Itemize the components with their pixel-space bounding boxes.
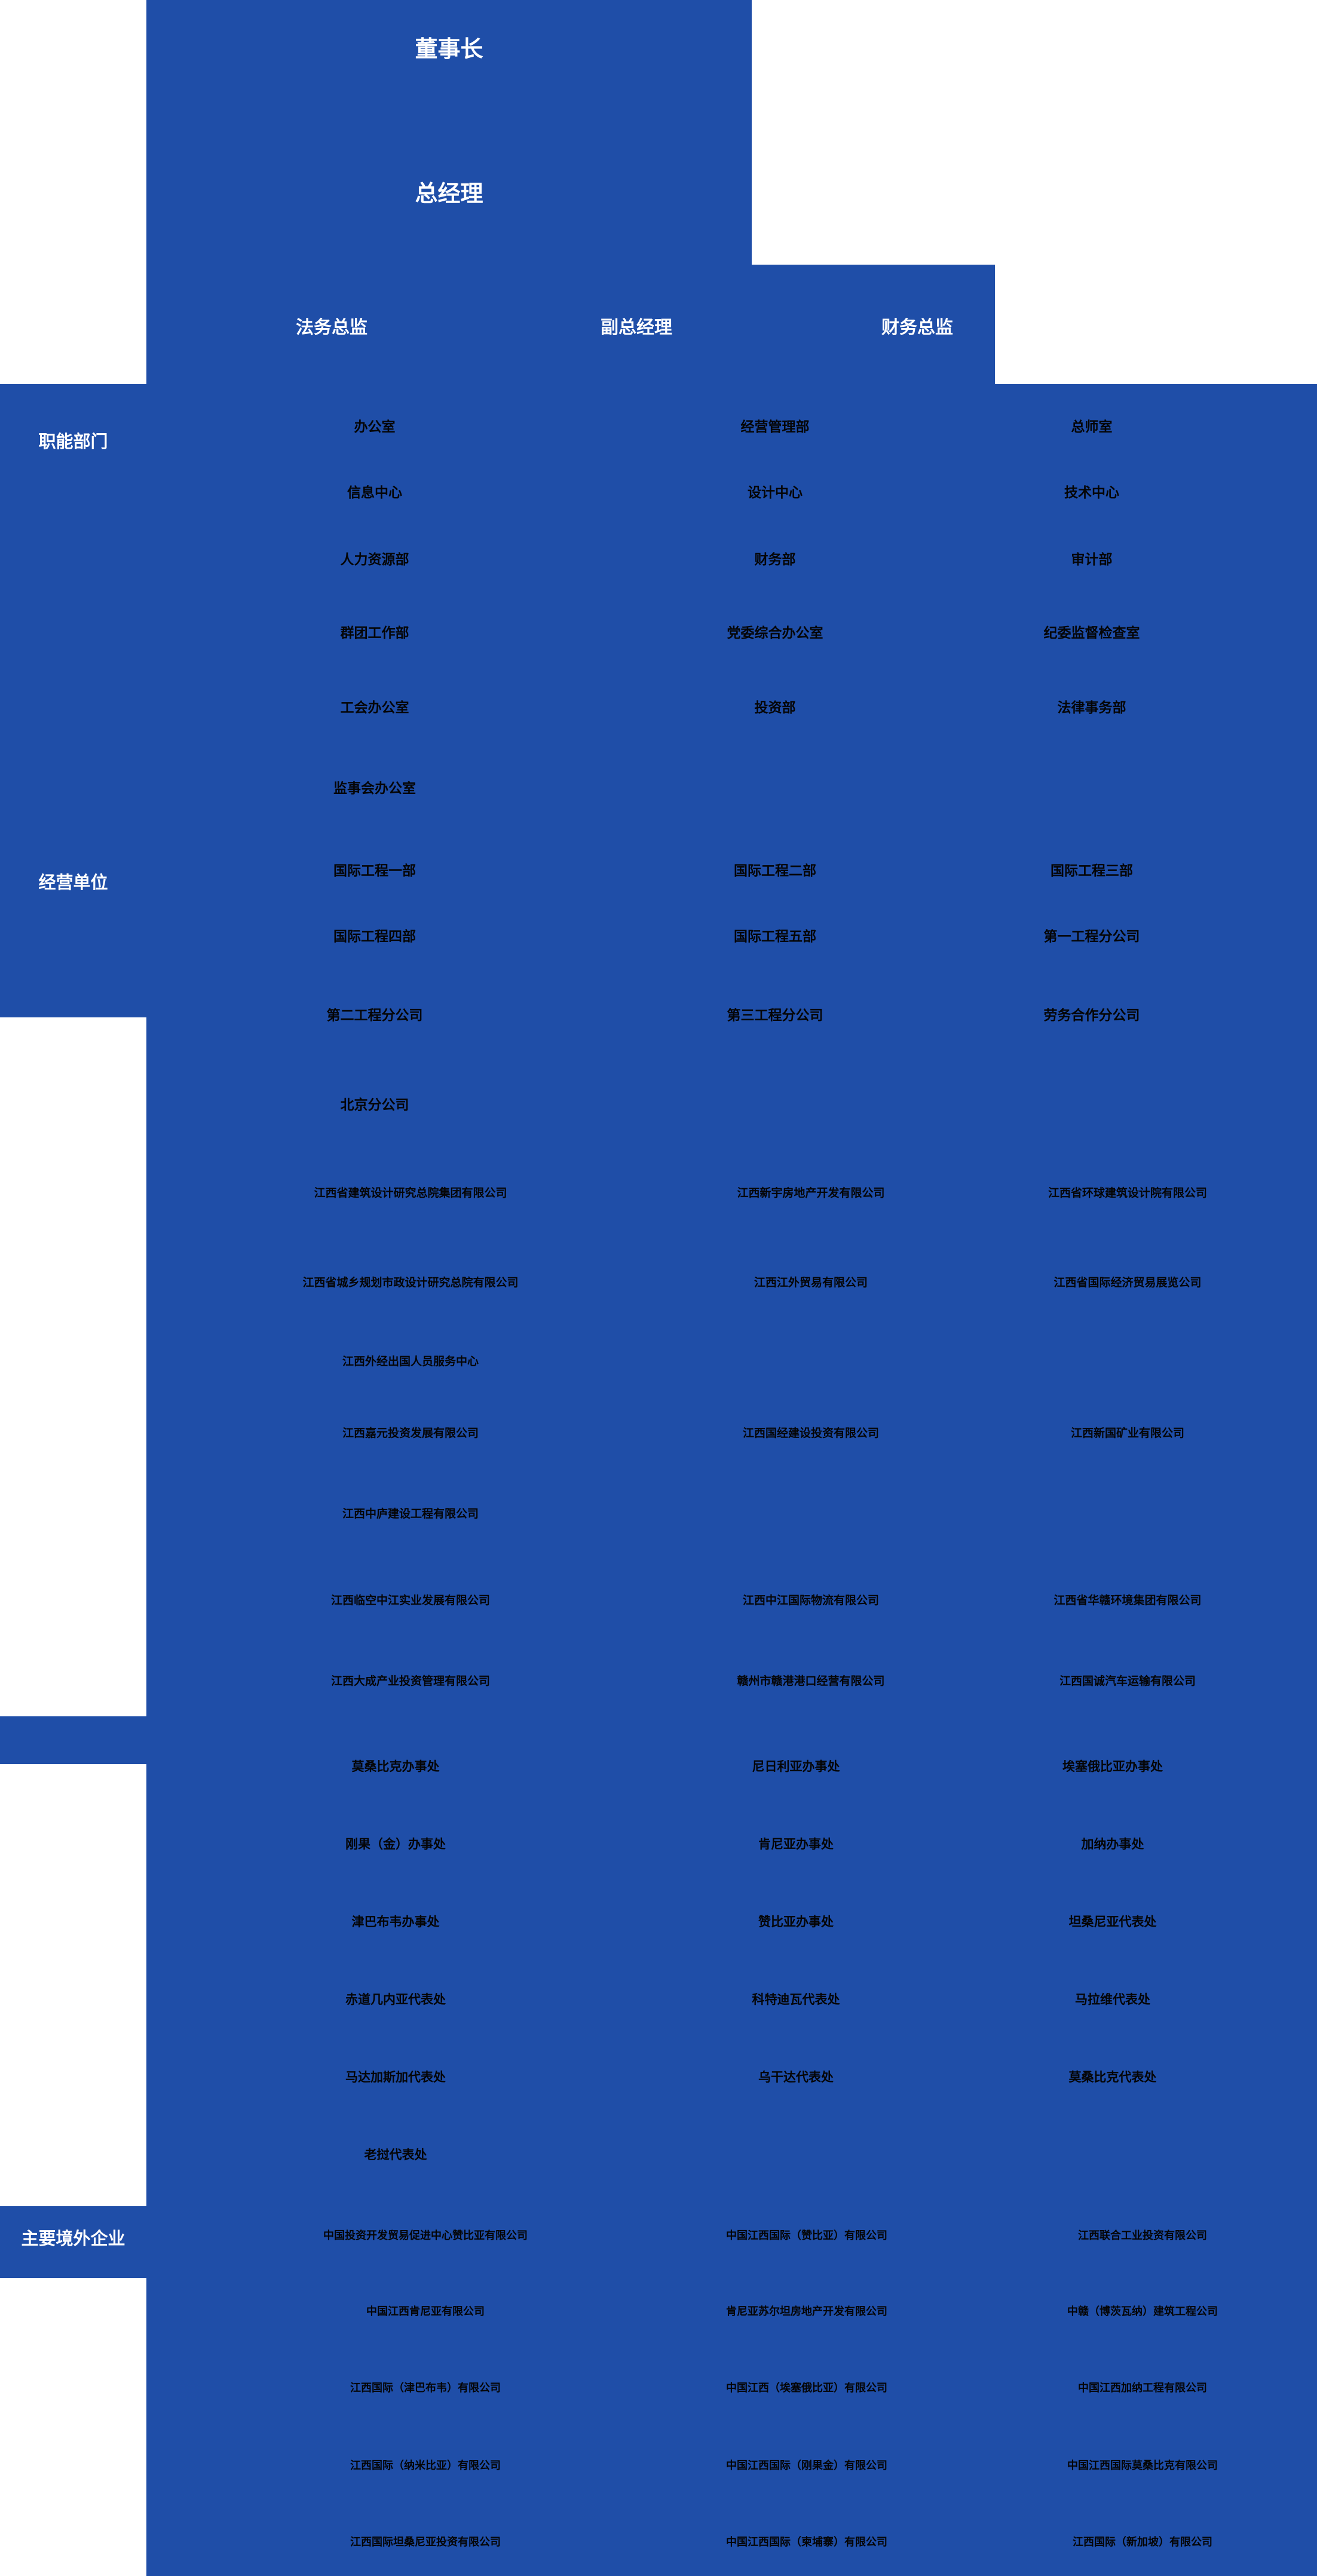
node-s5-r1-c3[interactable]: 江西省华赣环境集团有限公司 bbox=[993, 1580, 1262, 1622]
node-s3-r1-c2[interactable]: 江西新宇房地产开发有限公司 bbox=[676, 1173, 945, 1215]
node-s1-r1-c2[interactable]: 经营管理部 bbox=[740, 419, 810, 435]
node-s3-r1-c3[interactable]: 江西省环球建筑设计院有限公司 bbox=[993, 1173, 1262, 1215]
node-s1-r4-c2[interactable]: 党委综合办公室 bbox=[727, 625, 823, 641]
node-s2-r4-c1[interactable]: 北京分公司 bbox=[340, 1097, 409, 1113]
node-s1-r5-c3[interactable]: 法律事务部 bbox=[1057, 700, 1126, 716]
node-s1-r2-c2[interactable]: 设计中心 bbox=[748, 484, 803, 501]
node-s7-r4-c2[interactable]: 中国江西国际（刚果金）有限公司 bbox=[657, 2445, 956, 2487]
executive-band-left bbox=[146, 265, 752, 384]
node-s7-r2-c2[interactable]: 肯尼亚苏尔坦房地产开发有限公司 bbox=[657, 2291, 956, 2333]
node-s7-r5-c3[interactable]: 江西国际（新加坡）有限公司 bbox=[993, 2522, 1292, 2563]
node-s7-r3-c1[interactable]: 江西国际（津巴布韦）有限公司 bbox=[276, 2368, 575, 2409]
section-label-1: 职能部门 bbox=[38, 432, 108, 452]
exec-finance-director: 财务总监 bbox=[881, 318, 953, 338]
node-s2-r2-c1[interactable]: 国际工程四部 bbox=[333, 928, 416, 944]
node-s7-r5-c2[interactable]: 中国江西国际（柬埔寨）有限公司 bbox=[657, 2522, 956, 2563]
node-s1-r4-c3[interactable]: 纪委监督检查室 bbox=[1043, 625, 1140, 641]
node-s2-r3-c3[interactable]: 劳务合作分公司 bbox=[1043, 1007, 1140, 1023]
node-s4-r2-c1[interactable]: 江西中庐建设工程有限公司 bbox=[276, 1494, 545, 1535]
node-s7-r5-c1[interactable]: 江西国际坦桑尼亚投资有限公司 bbox=[276, 2522, 575, 2563]
node-s3-r3-c1[interactable]: 江西外经出国人员服务中心 bbox=[276, 1341, 545, 1383]
chairman-label: 董事长 bbox=[415, 36, 483, 62]
node-s6-r6-c1[interactable]: 老挝代表处 bbox=[276, 2129, 515, 2182]
chairman-band bbox=[146, 0, 752, 265]
node-s7-r2-c1[interactable]: 中国江西肯尼亚有限公司 bbox=[276, 2291, 575, 2333]
node-s4-r1-c3[interactable]: 江西新国矿业有限公司 bbox=[993, 1413, 1262, 1455]
node-s2-r3-c2[interactable]: 第三工程分公司 bbox=[727, 1007, 823, 1023]
node-s1-r3-c3[interactable]: 审计部 bbox=[1071, 551, 1113, 568]
node-s2-r1-c1[interactable]: 国际工程一部 bbox=[333, 863, 416, 879]
node-s2-r1-c2[interactable]: 国际工程二部 bbox=[734, 863, 816, 879]
node-s1-r1-c3[interactable]: 总师室 bbox=[1071, 419, 1113, 435]
node-s1-r4-c1[interactable]: 群团工作部 bbox=[340, 625, 409, 641]
node-s6-r5-c3[interactable]: 莫桑比克代表处 bbox=[993, 2051, 1232, 2104]
node-s7-r4-c3[interactable]: 中国江西国际莫桑比克有限公司 bbox=[993, 2445, 1292, 2487]
node-s2-r2-c2[interactable]: 国际工程五部 bbox=[734, 928, 816, 944]
node-s5-r1-c1[interactable]: 江西临空中江实业发展有限公司 bbox=[276, 1580, 545, 1622]
node-s6-r3-c2[interactable]: 赞比亚办事处 bbox=[676, 1896, 915, 1949]
section-label-7: 主要境外企业 bbox=[21, 2229, 125, 2249]
node-s6-r2-c3[interactable]: 加纳办事处 bbox=[993, 1818, 1232, 1871]
node-s3-r2-c3[interactable]: 江西省国际经济贸易展览公司 bbox=[993, 1262, 1262, 1304]
node-s1-r5-c1[interactable]: 工会办公室 bbox=[340, 700, 409, 716]
node-s7-r3-c3[interactable]: 中国江西加纳工程有限公司 bbox=[993, 2368, 1292, 2409]
node-s5-r1-c2[interactable]: 江西中江国际物流有限公司 bbox=[676, 1580, 945, 1622]
node-s6-r3-c1[interactable]: 津巴布韦办事处 bbox=[276, 1896, 515, 1949]
background-band-1 bbox=[146, 1017, 1317, 1179]
node-s4-r1-c2[interactable]: 江西国经建设投资有限公司 bbox=[676, 1413, 945, 1455]
node-s7-r4-c1[interactable]: 江西国际（纳米比亚）有限公司 bbox=[276, 2445, 575, 2487]
node-s5-r2-c1[interactable]: 江西大成产业投资管理有限公司 bbox=[276, 1661, 545, 1703]
node-s6-r3-c3[interactable]: 坦桑尼亚代表处 bbox=[993, 1896, 1232, 1949]
node-s6-r5-c2[interactable]: 乌干达代表处 bbox=[676, 2051, 915, 2104]
node-s1-r3-c1[interactable]: 人力资源部 bbox=[340, 551, 409, 568]
node-s6-r4-c2[interactable]: 科特迪瓦代表处 bbox=[676, 1974, 915, 2026]
node-s4-r1-c1[interactable]: 江西嘉元投资发展有限公司 bbox=[276, 1413, 545, 1455]
section-label-6: 主要驻外办事处、代表处 bbox=[24, 1786, 122, 1827]
node-s6-r2-c2[interactable]: 肯尼亚办事处 bbox=[676, 1818, 915, 1871]
section-label-2: 经营单位 bbox=[38, 873, 108, 893]
node-s3-r1-c1[interactable]: 江西省建筑设计研究总院集团有限公司 bbox=[276, 1173, 545, 1215]
section-label-4: 控股子公司 bbox=[29, 1436, 117, 1455]
node-s2-r3-c1[interactable]: 第二工程分公司 bbox=[326, 1007, 423, 1023]
node-s6-r4-c1[interactable]: 赤道几内亚代表处 bbox=[276, 1974, 515, 2026]
section-label-5: 参股子公司 bbox=[29, 1597, 117, 1617]
node-s6-r1-c2[interactable]: 尼日利亚办事处 bbox=[676, 1741, 915, 1793]
executive-band-right bbox=[752, 265, 995, 384]
node-s2-r1-c3[interactable]: 国际工程三部 bbox=[1050, 863, 1133, 879]
node-s3-r2-c1[interactable]: 江西省城乡规划市政设计研究总院有限公司 bbox=[276, 1262, 545, 1304]
node-s7-r1-c3[interactable]: 江西联合工业投资有限公司 bbox=[993, 2215, 1292, 2257]
node-s1-r2-c1[interactable]: 信息中心 bbox=[347, 484, 402, 501]
node-s6-r2-c1[interactable]: 刚果（金）办事处 bbox=[276, 1818, 515, 1871]
node-s6-r5-c1[interactable]: 马达加斯加代表处 bbox=[276, 2051, 515, 2104]
node-s5-r2-c3[interactable]: 江西国诚汽车运输有限公司 bbox=[993, 1661, 1262, 1703]
node-s6-r1-c1[interactable]: 莫桑比克办事处 bbox=[276, 1741, 515, 1793]
section-label-3: 全资子公司 bbox=[29, 1189, 117, 1209]
node-s6-r1-c3[interactable]: 埃塞俄比亚办事处 bbox=[993, 1741, 1232, 1793]
node-s6-r4-c3[interactable]: 马拉维代表处 bbox=[993, 1974, 1232, 2026]
node-s7-r2-c3[interactable]: 中赣（博茨瓦纳）建筑工程公司 bbox=[993, 2291, 1292, 2333]
exec-legal-director: 法务总监 bbox=[296, 318, 367, 338]
node-s7-r1-c1[interactable]: 中国投资开发贸易促进中心赞比亚有限公司 bbox=[276, 2215, 575, 2257]
node-s5-r2-c2[interactable]: 赣州市赣港港口经营有限公司 bbox=[676, 1661, 945, 1703]
node-s1-r2-c3[interactable]: 技术中心 bbox=[1064, 484, 1119, 501]
node-s1-r3-c2[interactable]: 财务部 bbox=[754, 551, 796, 568]
exec-deputy-gm: 副总经理 bbox=[601, 318, 672, 338]
node-s3-r2-c2[interactable]: 江西江外贸易有限公司 bbox=[676, 1262, 945, 1304]
node-s2-r2-c3[interactable]: 第一工程分公司 bbox=[1043, 928, 1140, 944]
node-s1-r1-c1[interactable]: 办公室 bbox=[354, 419, 396, 435]
node-s1-r5-c2[interactable]: 投资部 bbox=[754, 700, 796, 716]
node-s1-r6-c1[interactable]: 监事会办公室 bbox=[333, 780, 416, 796]
node-s7-r3-c2[interactable]: 中国江西（埃塞俄比亚）有限公司 bbox=[657, 2368, 956, 2409]
background-band-0 bbox=[0, 384, 1317, 1017]
general-manager-label: 总经理 bbox=[415, 181, 483, 207]
node-s7-r1-c2[interactable]: 中国江西国际（赞比亚）有限公司 bbox=[657, 2215, 956, 2257]
